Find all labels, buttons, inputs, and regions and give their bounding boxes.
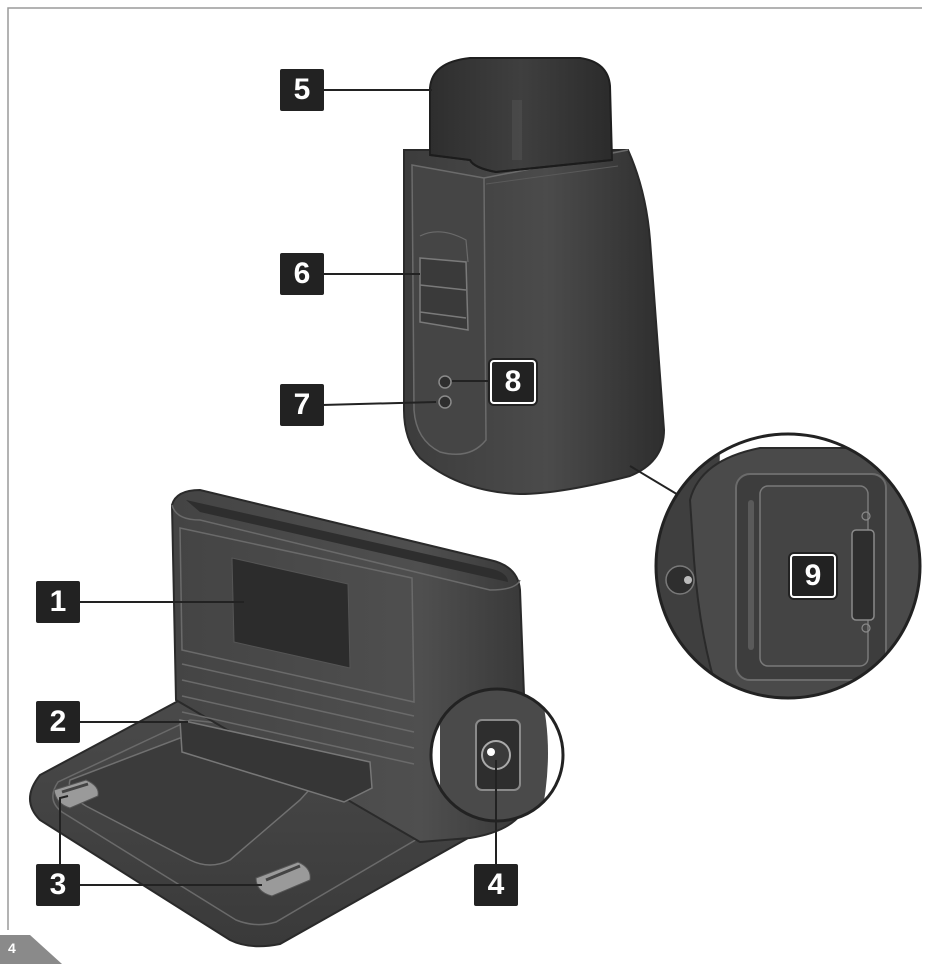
callout-9: 9 <box>790 554 836 598</box>
foot-right <box>255 861 311 897</box>
button-top <box>438 375 452 389</box>
callout-4: 4 <box>474 864 518 906</box>
zoom-circle-9 <box>654 432 922 700</box>
callout-5: 5 <box>280 69 324 111</box>
stand-top-slot <box>186 500 508 582</box>
callout-1: 1 <box>36 581 80 623</box>
page-tab <box>0 935 62 964</box>
leader-3b <box>59 795 69 864</box>
button-bottom <box>438 395 452 409</box>
leader-7 <box>321 401 437 406</box>
callout-2: 2 <box>36 701 80 743</box>
foot-left <box>53 779 99 809</box>
stand-vents <box>181 663 415 765</box>
callout-7: 7 <box>280 384 324 426</box>
container-latch <box>419 257 469 331</box>
dust-container-unit <box>403 57 666 496</box>
stand-window <box>231 557 351 669</box>
zoom-detail-back <box>656 434 920 698</box>
callout-3: 3 <box>36 864 80 906</box>
callout-8: 8 <box>490 360 536 404</box>
zoom-detail-socket <box>431 690 563 821</box>
leader-lines <box>59 89 497 886</box>
contact-bar <box>179 719 373 803</box>
page-frame <box>7 7 922 930</box>
callout-6: 6 <box>280 253 324 295</box>
page-number: 4 <box>8 940 16 956</box>
